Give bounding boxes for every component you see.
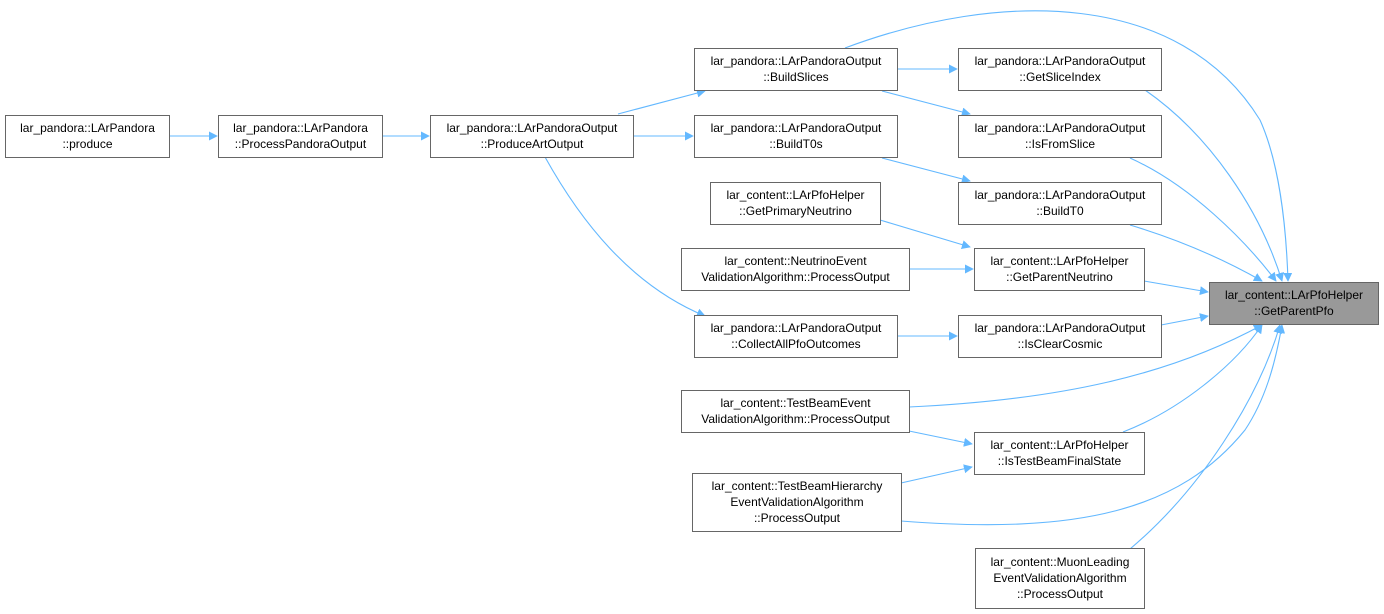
edges-layer [169, 10, 1293, 550]
node-buildT0s[interactable]: lar_pandora::LArPandoraOutput::BuildT0s [694, 115, 898, 158]
node-label-line: ::ProduceArtOutput [481, 137, 584, 151]
node-box [694, 48, 898, 91]
node-label-line: lar_pandora::LArPandoraOutput [711, 321, 882, 335]
edge-isClearCosmic-to-getParentPfo [1160, 313, 1209, 326]
node-label-line: lar_content::LArPfoHelper [726, 188, 864, 202]
node-getParentNeutrino[interactable]: lar_content::LArPfoHelper::GetParentNeut… [974, 248, 1145, 291]
node-getPrimaryNeutrino[interactable]: lar_content::LArPfoHelper::GetPrimaryNeu… [710, 182, 881, 225]
node-label-line: ::IsClearCosmic [1018, 337, 1103, 351]
edge-muonLeadingValidation-to-getParentPfo [1129, 324, 1283, 550]
node-processPandoraOutput[interactable]: lar_pandora::LArPandora::ProcessPandoraO… [218, 115, 383, 158]
node-box [5, 115, 170, 158]
node-muonLeadingValidation[interactable]: lar_content::MuonLeadingEventValidationA… [975, 548, 1145, 609]
node-label-line: ::GetSliceIndex [1019, 70, 1100, 84]
node-label-line: lar_pandora::LArPandoraOutput [975, 188, 1146, 202]
node-box [1209, 282, 1379, 325]
edge-testBeamEventValidation-to-isTestBeamFinalState [908, 430, 973, 447]
node-label-line: ::BuildT0s [769, 137, 822, 151]
node-label-line: ::GetParentNeutrino [1006, 270, 1113, 284]
node-label-line: lar_content::LArPfoHelper [990, 254, 1128, 268]
edge-testBeamHierarchyValidation-to-getParentPfo [900, 324, 1286, 526]
edge-testBeamEventValidation-to-getParentPfo [908, 324, 1263, 408]
node-label-line: ::BuildT0 [1036, 204, 1084, 218]
node-box [974, 248, 1145, 291]
node-box [958, 48, 1162, 91]
node-box [694, 315, 898, 358]
node-isTestBeamFinalState[interactable]: lar_content::LArPfoHelper::IsTestBeamFin… [974, 432, 1145, 475]
edge-buildT0-to-getParentPfo [1129, 224, 1263, 282]
node-label-line: ValidationAlgorithm::ProcessOutput [701, 270, 890, 284]
node-produceArtOutput[interactable]: lar_pandora::LArPandoraOutput::ProduceAr… [430, 115, 634, 158]
edge-buildSlices-to-getParentPfo [844, 10, 1293, 282]
node-label-line: lar_pandora::LArPandoraOutput [447, 121, 618, 135]
node-label-line: ::ProcessOutput [754, 511, 841, 525]
node-label-line: lar_content::LArPfoHelper [1225, 288, 1363, 302]
node-box [218, 115, 383, 158]
node-box [692, 473, 902, 532]
node-label-line: ::GetPrimaryNeutrino [739, 204, 852, 218]
node-produce[interactable]: lar_pandora::LArPandora::produce [5, 115, 170, 158]
node-label-line: lar_pandora::LArPandoraOutput [975, 121, 1146, 135]
node-label-line: lar_content::MuonLeading [991, 555, 1130, 569]
node-label-line: ::CollectAllPfoOutcomes [731, 337, 860, 351]
node-box [975, 548, 1145, 609]
node-box [958, 315, 1162, 358]
node-box [958, 182, 1162, 225]
node-label-line: ::BuildSlices [763, 70, 828, 84]
node-label-line: ::produce [62, 137, 112, 151]
node-testBeamHierarchyValidation[interactable]: lar_content::TestBeamHierarchyEventValid… [692, 473, 902, 532]
node-label-line: EventValidationAlgorithm [730, 495, 863, 509]
node-testBeamEventValidation[interactable]: lar_content::TestBeamEventValidationAlgo… [681, 390, 910, 433]
edge-getParentNeutrino-to-getParentPfo [1143, 280, 1209, 296]
node-label-line: lar_pandora::LArPandoraOutput [975, 54, 1146, 68]
edge-produceArtOutput-to-buildSlices [617, 88, 706, 115]
edge-getPrimaryNeutrino-to-getParentNeutrino [879, 219, 971, 249]
node-box [694, 115, 898, 158]
node-box [974, 432, 1145, 475]
node-box [710, 182, 881, 225]
node-buildSlices[interactable]: lar_pandora::LArPandoraOutput::BuildSlic… [694, 48, 898, 91]
node-label-line: ValidationAlgorithm::ProcessOutput [701, 412, 890, 426]
node-box [430, 115, 634, 158]
node-label-line: lar_pandora::LArPandoraOutput [711, 54, 882, 68]
node-label-line: ::ProcessPandoraOutput [235, 137, 367, 151]
node-label-line: ::IsTestBeamFinalState [998, 454, 1122, 468]
node-label-line: lar_pandora::LArPandoraOutput [975, 321, 1146, 335]
node-label-line: lar_pandora::LArPandoraOutput [711, 121, 882, 135]
node-collectAllPfoOutcomes[interactable]: lar_pandora::LArPandoraOutput::CollectAl… [694, 315, 898, 358]
edge-buildT0s-to-buildT0 [881, 157, 971, 184]
node-label-line: lar_content::NeutrinoEvent [724, 254, 867, 268]
edge-buildSlices-to-isFromSlice [881, 90, 971, 117]
edge-testBeamHierarchyValidation-to-isTestBeamFinalState [900, 464, 973, 484]
node-label-line: ::IsFromSlice [1025, 137, 1095, 151]
node-label-line: lar_pandora::LArPandora [233, 121, 368, 135]
node-box [958, 115, 1162, 158]
node-getParentPfo[interactable]: lar_content::LArPfoHelper::GetParentPfo [1209, 282, 1379, 325]
nodes-layer: lar_pandora::LArPandora::producelar_pand… [5, 48, 1379, 609]
node-label-line: lar_content::LArPfoHelper [990, 438, 1128, 452]
node-label-line: ::GetParentPfo [1254, 304, 1334, 318]
node-label-line: EventValidationAlgorithm [993, 571, 1126, 585]
node-buildT0[interactable]: lar_pandora::LArPandoraOutput::BuildT0 [958, 182, 1162, 225]
edge-getSliceIndex-to-getParentPfo [1144, 89, 1284, 282]
node-neutrinoEventValidation[interactable]: lar_content::NeutrinoEventValidationAlgo… [681, 248, 910, 291]
node-isClearCosmic[interactable]: lar_pandora::LArPandoraOutput::IsClearCo… [958, 315, 1162, 358]
node-isFromSlice[interactable]: lar_pandora::LArPandoraOutput::IsFromSli… [958, 115, 1162, 158]
node-label-line: ::ProcessOutput [1017, 587, 1104, 601]
edge-produceArtOutput-to-collectAllPfoOutcomes [544, 156, 706, 318]
node-getSliceIndex[interactable]: lar_pandora::LArPandoraOutput::GetSliceI… [958, 48, 1162, 91]
edge-isTestBeamFinalState-to-getParentPfo [1122, 324, 1263, 433]
node-label-line: lar_content::TestBeamEvent [720, 396, 871, 410]
node-box [681, 248, 910, 291]
edge-isFromSlice-to-getParentPfo [1129, 157, 1277, 282]
node-box [681, 390, 910, 433]
node-label-line: lar_content::TestBeamHierarchy [712, 479, 883, 493]
node-label-line: lar_pandora::LArPandora [20, 121, 155, 135]
